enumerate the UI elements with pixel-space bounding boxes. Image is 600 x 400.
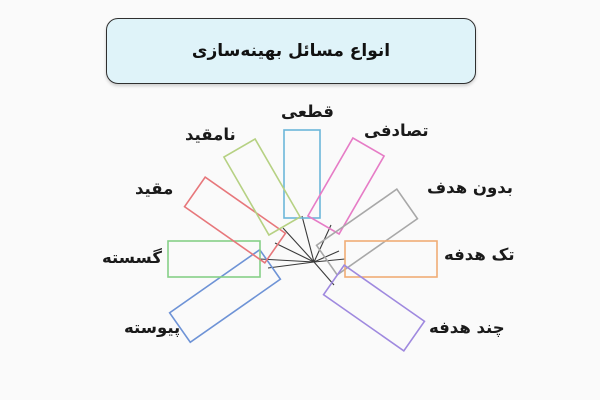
connector-continuous [267,261,315,269]
blade-no-objective [315,188,419,276]
label-deterministic: قطعی [281,102,334,121]
blade-continuous [168,248,282,344]
connector-discrete [259,258,315,263]
connector-single-objective [313,258,346,263]
connector-deterministic [301,215,315,263]
label-continuous: پیوسته [124,318,181,337]
blade-deterministic [283,129,321,219]
blade-constrained [183,176,287,264]
label-no-objective: بدون هدف [427,178,513,197]
label-single-objective: تک هدفه [444,245,515,264]
label-discrete: گسسته [102,248,162,267]
blades [167,129,438,352]
blade-unconstrained [222,137,302,237]
connectors [259,215,346,286]
diagram-title: انواع مسائل بهینه‌سازی [191,41,391,61]
blade-multi-objective [322,264,426,352]
label-unconstrained: نامقید [185,125,236,144]
label-constrained: مقید [135,179,174,198]
title-box: انواع مسائل بهینه‌سازی [106,18,476,84]
connector-stochastic [313,224,332,263]
label-multi-objective: چند هدفه [429,318,505,337]
blade-stochastic [306,136,386,236]
connector-multi-objective [313,261,335,286]
connector-no-objective [313,250,340,263]
connector-constrained [274,242,315,263]
blade-single-objective [344,240,438,278]
label-stochastic: تصادفی [364,121,429,140]
connector-unconstrained [282,227,315,263]
